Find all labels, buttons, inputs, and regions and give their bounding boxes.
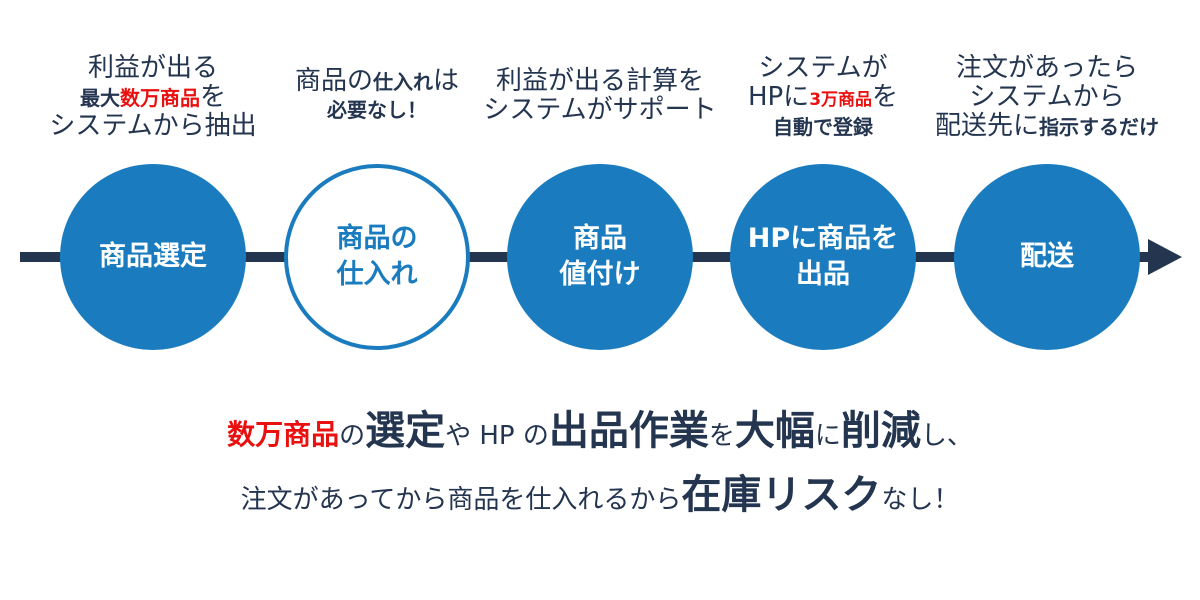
caption-segment: を [199, 82, 226, 112]
caption-segment: 配送先に [934, 111, 1039, 141]
caption-segment: 利益が出る [87, 53, 218, 83]
summary-line-1: 数万商品の選定や HP の出品作業を大幅に削減し、 [0, 398, 1200, 456]
summary-segment: や HP の [445, 421, 549, 451]
caption-segment: 指示するだけ [1039, 115, 1159, 139]
step-circle-3: 商品値付け [507, 164, 693, 350]
step-circle-4: HPに商品を出品 [730, 164, 916, 350]
caption-segment: を [872, 82, 899, 112]
summary-segment: 注文があってから商品を仕入れるから [240, 485, 682, 515]
caption-segment: は [433, 66, 460, 96]
caption-segment: システムが [758, 53, 888, 83]
caption-segment: 必要なし！ [327, 98, 427, 122]
step-caption-5: 注文があったらシステムから配送先に指示するだけ [927, 55, 1167, 142]
caption-segment: 商品の [294, 66, 373, 96]
summary-line-2: 注文があってから商品を仕入れるから在庫リスクなし！ [0, 462, 1200, 520]
step-label-line: HPに商品を [747, 223, 899, 254]
step-caption-1: 利益が出る最大数万商品をシステムから抽出 [33, 55, 273, 142]
caption-segment: システムがサポート [483, 95, 717, 125]
step-label-line: 商品選定 [99, 241, 207, 272]
step-label-line: 配送 [1020, 241, 1074, 272]
caption-segment: システムから [969, 82, 1125, 112]
step-caption-3: 利益が出る計算をシステムがサポート [480, 68, 720, 126]
timeline-arrowhead-icon [1148, 239, 1182, 275]
summary-segment: の [339, 421, 366, 451]
step-label-line: 商品の [336, 223, 418, 254]
summary-segment: 出品作業 [548, 408, 709, 454]
step-caption-2: 商品の仕入れは必要なし！ [257, 68, 497, 125]
step-label-line: 値付け [559, 259, 641, 290]
caption-segment: 最大 [79, 86, 120, 110]
caption-segment: 3万商品 [809, 90, 873, 110]
caption-segment: システムから抽出 [49, 111, 257, 141]
summary-segment: し、 [920, 421, 973, 451]
caption-segment: 自動で登録 [773, 115, 873, 139]
caption-segment: 仕入れ [373, 70, 433, 94]
caption-segment: 注文があったら [955, 53, 1138, 83]
step-label-line: 出品 [795, 259, 850, 290]
caption-segment: 数万商品 [119, 86, 200, 110]
summary-segment: なし！ [881, 485, 960, 515]
summary-segment: を [708, 421, 735, 451]
step-circle-5: 配送 [954, 164, 1140, 350]
summary-segment: 大幅 [734, 408, 815, 454]
caption-segment: 利益が出る計算を [495, 66, 704, 96]
caption-segment: HPに [747, 82, 810, 112]
step-circle-1: 商品選定 [60, 164, 246, 350]
step-circle-2: 商品の仕入れ [284, 164, 470, 350]
step-label-line: 商品 [573, 223, 627, 254]
step-label-line: 仕入れ [336, 259, 418, 290]
summary-segment: に [814, 421, 841, 451]
summary-segment: 削減 [840, 408, 921, 454]
summary-segment: 在庫リスク [681, 472, 882, 518]
summary-segment: 選定 [365, 408, 446, 454]
summary-segment: 数万商品 [227, 418, 340, 451]
